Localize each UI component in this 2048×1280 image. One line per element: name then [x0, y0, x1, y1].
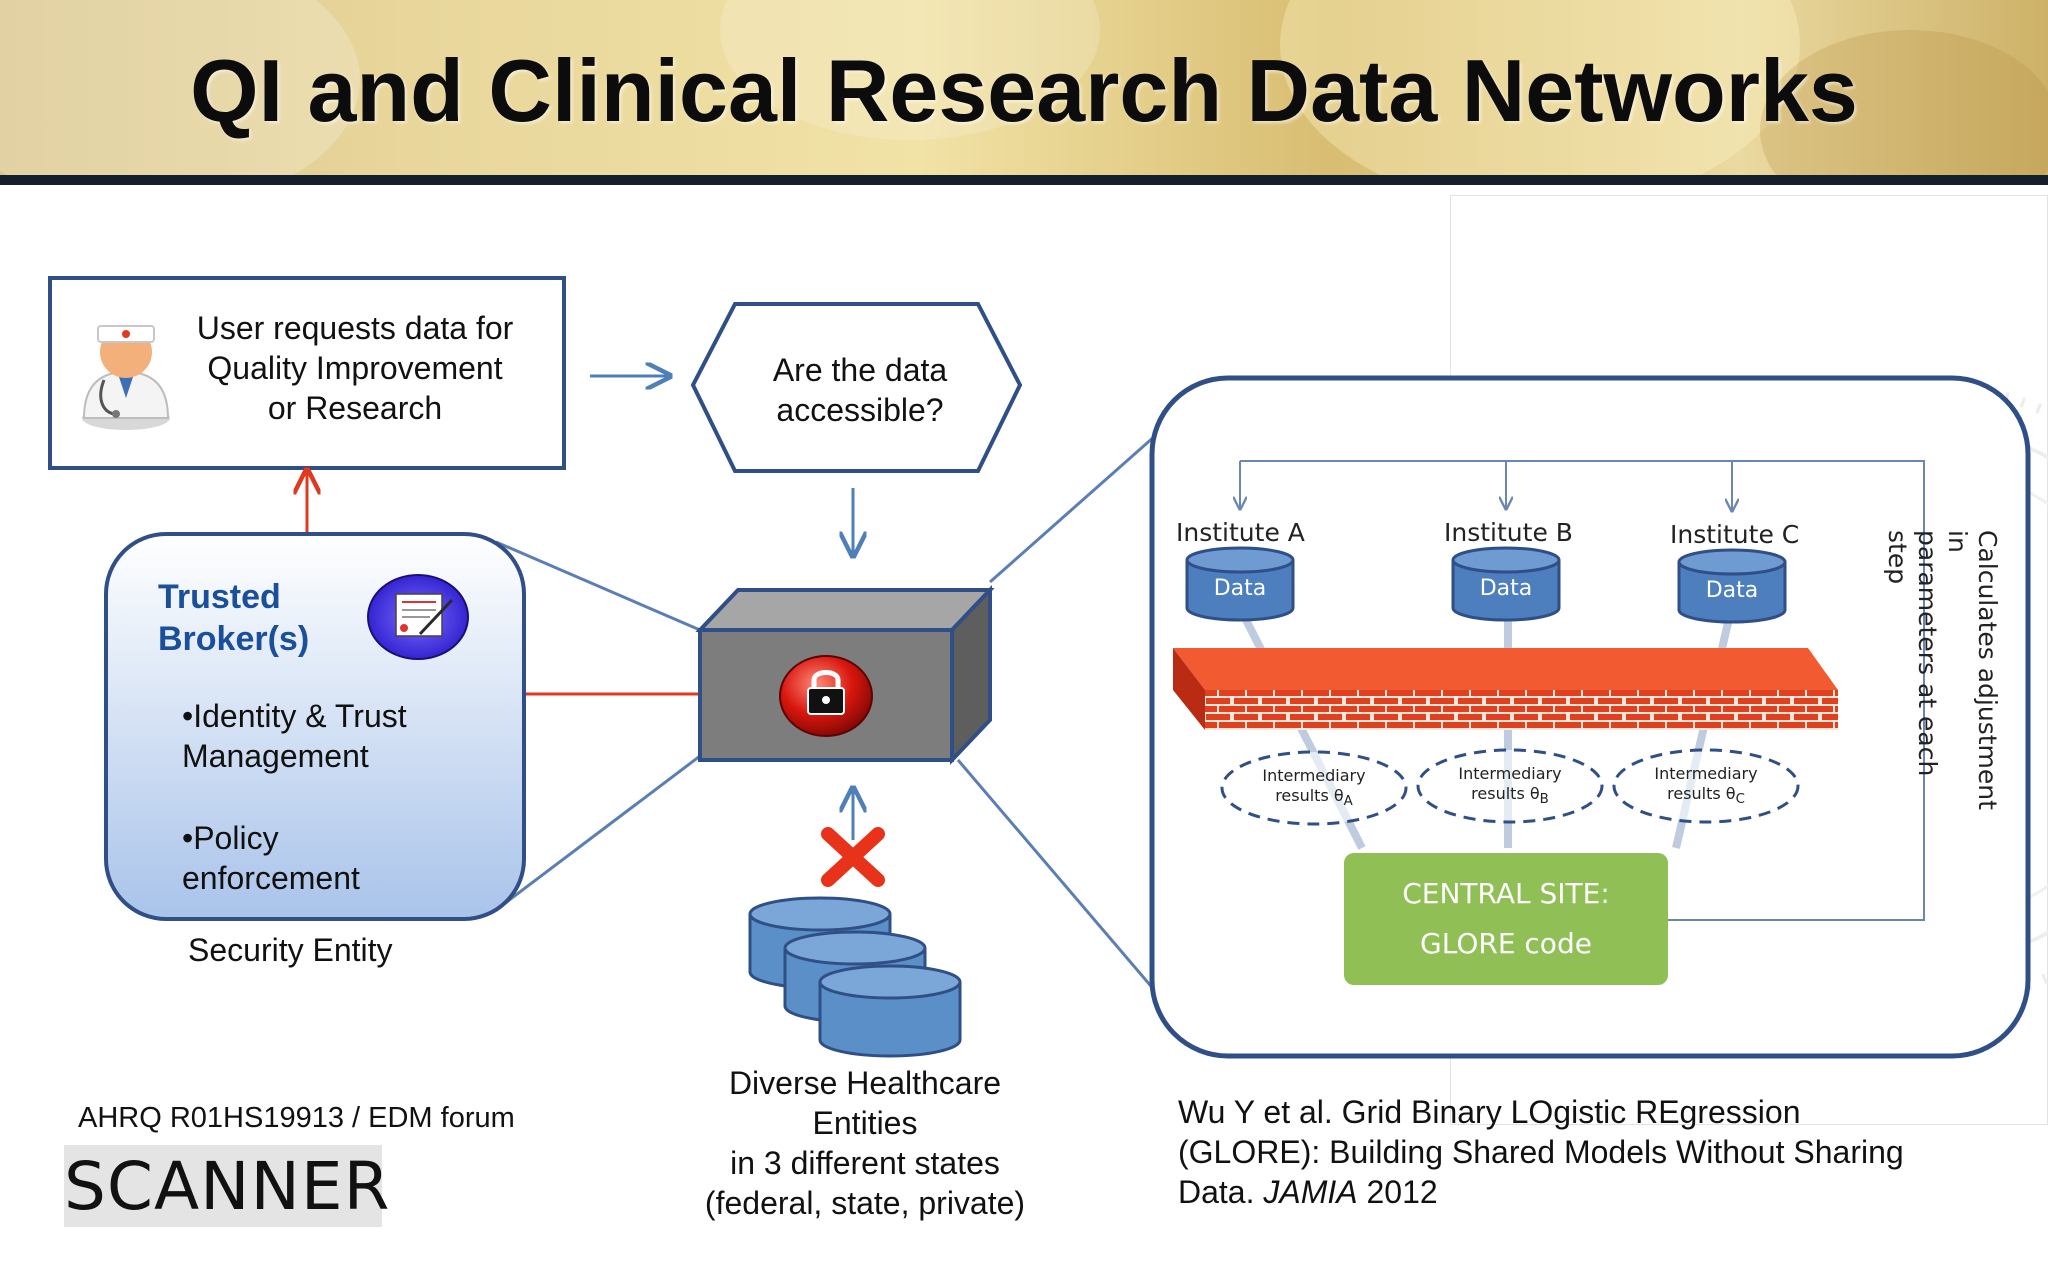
journal-name: JAMIA [1263, 1174, 1358, 1210]
broker-item-line: •Policy [182, 820, 279, 856]
doctor-icon [82, 325, 170, 430]
user-request-line: Quality Improvement [207, 350, 503, 386]
citation-year: 2012 [1357, 1174, 1438, 1210]
entities-line: in 3 different states [730, 1145, 1000, 1181]
feedback-loop [1240, 460, 1925, 921]
header-banner: QI and Clinical Research Data Networks [0, 0, 2048, 175]
intermediary-line: Intermediary [1654, 764, 1758, 783]
intermediary-result-c [1612, 748, 1800, 824]
zoom-line [495, 754, 701, 912]
intermediary-line: results θA [1244, 786, 1384, 812]
intermediary-line: Intermediary [1458, 764, 1562, 783]
theta-subscript: A [1343, 794, 1353, 810]
user-request-line: User requests data for [196, 310, 514, 346]
citation-line: (GLORE): Building Shared Models Without … [1178, 1134, 1904, 1170]
institute-b-label: Institute B [1444, 518, 1573, 547]
broker-title-line: Broker(s) [158, 620, 310, 658]
intermediary-a-text: Intermediary results θA [1244, 766, 1384, 812]
theta-subscript: B [1539, 792, 1549, 808]
theta-subscript: C [1735, 792, 1745, 808]
intermediary-results-text: results θ [1471, 784, 1540, 803]
institute-a-data-cylinder [1185, 546, 1295, 622]
institute-a-label: Institute A [1176, 518, 1305, 547]
red-x-icon [821, 827, 885, 887]
entities-line: Entities [812, 1105, 918, 1141]
broker-item-identity: •Identity & Trust Management [182, 696, 482, 776]
question-text: Are the data accessible? [720, 350, 1000, 430]
citation-text: Wu Y et al. Grid Binary LOgistic REgress… [1178, 1092, 2038, 1212]
healthcare-entities-text: Diverse Healthcare Entities in 3 differe… [660, 1063, 1070, 1223]
certificate-icon [367, 574, 469, 660]
lock-icon [779, 655, 873, 737]
database-stack-icon [748, 896, 962, 1058]
intermediary-results-text: results θ [1275, 786, 1344, 805]
grant-reference: AHRQ R01HS19913 / EDM forum [78, 1102, 515, 1134]
intermediary-result-b [1416, 748, 1604, 824]
brick-firewall [1173, 648, 1838, 730]
entities-line: Diverse Healthcare [728, 1065, 1002, 1101]
citation-line: Data. JAMIA 2012 [1178, 1172, 2038, 1212]
header-divider [0, 175, 2048, 185]
question-line: accessible? [776, 392, 944, 428]
institute-c-data-cylinder [1677, 548, 1787, 624]
intermediary-line: results θB [1440, 784, 1580, 810]
broker-item-line: Management [182, 738, 369, 774]
broker-title: Trusted Broker(s) [158, 576, 309, 660]
institute-c-label: Institute C [1670, 520, 1800, 549]
institute-b-data-cylinder [1451, 546, 1561, 622]
adjustment-note-line: Calculates adjustment in [1943, 530, 2002, 810]
broker-item-policy: •Policy enforcement [182, 818, 482, 898]
intermediary-result-a [1220, 750, 1408, 826]
intermediary-line: results θC [1636, 784, 1776, 810]
central-site-box: CENTRAL SITE: GLORE code [1344, 853, 1668, 985]
user-request-text: User requests data for Quality Improveme… [170, 308, 540, 428]
zoom-line [956, 759, 1158, 993]
intermediary-results-text: results θ [1667, 784, 1736, 803]
question-hexagon [690, 302, 1023, 473]
central-site-line: CENTRAL SITE: [1402, 877, 1610, 910]
broker-title-line: Trusted [158, 578, 281, 616]
broker-item-line: enforcement [182, 860, 360, 896]
header-decoration [0, 0, 360, 175]
intermediary-line: Intermediary [1262, 766, 1366, 785]
citation-line: Wu Y et al. Grid Binary LOgistic REgress… [1178, 1094, 1801, 1130]
institute-b-data-label: Data [1479, 576, 1533, 601]
intermediary-b-text: Intermediary results θB [1440, 764, 1580, 810]
scanner-logo: SCANNER [64, 1145, 389, 1227]
header-decoration [1280, 0, 1800, 175]
central-site-line: GLORE code [1420, 927, 1592, 960]
slide-title: QI and Clinical Research Data Networks [190, 41, 1858, 140]
entities-line: (federal, state, private) [704, 1185, 1026, 1221]
intermediary-c-text: Intermediary results θC [1636, 764, 1776, 810]
user-request-line: or Research [267, 390, 443, 426]
institute-a-data-label: Data [1213, 576, 1267, 601]
broker-item-line: •Identity & Trust [182, 698, 407, 734]
adjustment-note: Calculates adjustment in parameters at e… [1883, 530, 2002, 830]
adjustment-note-line: parameters at each step [1883, 530, 1942, 777]
citation-plain: Data. [1178, 1174, 1264, 1210]
security-entity-caption: Security Entity [188, 932, 393, 968]
institute-c-data-label: Data [1705, 578, 1759, 603]
question-line: Are the data [772, 352, 948, 388]
zoom-line [495, 540, 701, 632]
